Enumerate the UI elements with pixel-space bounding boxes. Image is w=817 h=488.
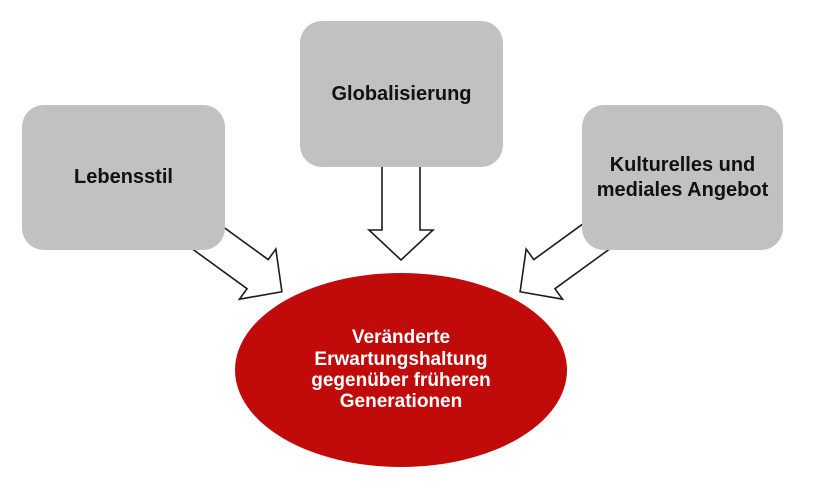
result-line: gegenüber früheren (311, 370, 491, 391)
result-line: Generationen (339, 391, 463, 413)
factor-box-kultur-medien: Kulturelles und mediales Angebot (582, 105, 783, 250)
factor-box-label: Lebensstil (74, 166, 173, 189)
result-line: Veränderte (351, 327, 451, 349)
result-line: Erwartungshaltung (314, 348, 488, 370)
factor-box-globalisierung: Globalisierung (300, 21, 503, 167)
result-text: Veränderte Erwartungshaltung gegenüber f… (311, 327, 490, 413)
factor-box-lebensstil: Lebensstil (22, 105, 225, 250)
arrow-down-icon (366, 163, 436, 262)
factor-box-label: Globalisierung (331, 82, 472, 105)
result-ellipse: Veränderte Erwartungshaltung gegenüber f… (235, 273, 567, 467)
factor-box-label: Kulturelles und mediales Angebot (596, 154, 769, 201)
